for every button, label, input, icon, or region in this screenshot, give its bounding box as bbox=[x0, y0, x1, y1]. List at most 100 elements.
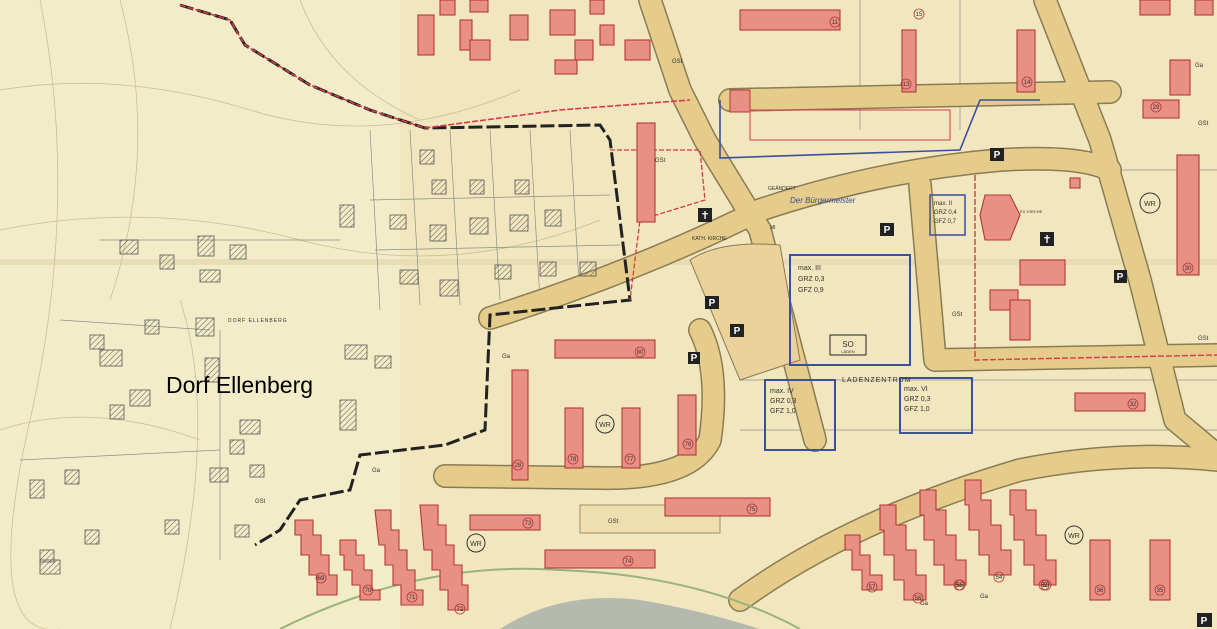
parking-1: P bbox=[990, 148, 1004, 161]
plot-number-label: 74 bbox=[625, 559, 632, 565]
plot-number-label: 30 bbox=[1185, 266, 1192, 272]
dorf-street-label: DORF ELLENBERG bbox=[228, 318, 288, 324]
map-title: Dorf Ellenberg bbox=[166, 372, 314, 398]
gst-label-2: GSt bbox=[672, 59, 683, 65]
wr-label-2: WR bbox=[599, 422, 611, 429]
plot-number-circle bbox=[567, 453, 579, 465]
church-icon-kath: ✝ bbox=[698, 208, 712, 222]
plot-number-label: 36 bbox=[1097, 588, 1104, 594]
plot-number-circle bbox=[1021, 76, 1033, 88]
plot-number-circle bbox=[993, 571, 1005, 583]
plot-number-circle bbox=[912, 592, 924, 604]
zone-so-gfz: GFZ 0,9 bbox=[798, 287, 824, 294]
plot-number-circle bbox=[1150, 101, 1162, 113]
wr-markers: WR WR WR WR bbox=[466, 192, 1161, 553]
gst-label-5: GSt bbox=[1198, 336, 1209, 342]
plot-number-label: 35 bbox=[1157, 588, 1164, 594]
mi-label: MI bbox=[770, 225, 776, 231]
plot-number-label: 76 bbox=[685, 442, 692, 448]
plot-number-label: 54 bbox=[996, 575, 1003, 581]
zone-ii-gfz: GFZ 0,7 bbox=[934, 219, 957, 225]
plot-number-label: 77 bbox=[627, 457, 634, 463]
plot-number-label: 71 bbox=[409, 595, 416, 601]
so-label: SO bbox=[842, 340, 854, 349]
plot-number-circle bbox=[829, 16, 841, 28]
plot-number-circle bbox=[1154, 584, 1166, 596]
zone-iv-grz: GRZ 0,3 bbox=[770, 398, 797, 405]
ga-label-1: Ga bbox=[502, 354, 511, 360]
wr-label-4: WR bbox=[1068, 533, 1080, 540]
plot-number-circle bbox=[682, 438, 694, 450]
parking-label-2: P bbox=[884, 225, 891, 236]
parking-4: P bbox=[705, 296, 719, 309]
zone-vi-grz: GRZ 0,3 bbox=[904, 396, 931, 403]
plot-number-label: 72 bbox=[457, 607, 464, 613]
plot-number-circle bbox=[1182, 262, 1194, 274]
parking-label-7: P bbox=[1201, 616, 1208, 627]
zone-labels: max. III GRZ 0,3 GFZ 0,9 max. IV GRZ 0,3… bbox=[228, 59, 1209, 607]
parking-label-1: P bbox=[994, 150, 1001, 161]
zone-iv-gfz: GFZ 1,0 bbox=[770, 408, 796, 415]
geaendert-label: GEÄNDERT bbox=[768, 185, 796, 192]
parking-2: P bbox=[880, 223, 894, 236]
parking-label-6: P bbox=[1117, 272, 1124, 283]
plot-number-label: 51 bbox=[956, 583, 963, 589]
parking-label-4: P bbox=[709, 298, 716, 309]
boundary-blue-north bbox=[719, 99, 1040, 159]
zone-iv-max: max. IV bbox=[770, 388, 794, 395]
church-icon-ev: ✝ bbox=[1040, 232, 1054, 246]
plot-number-circle bbox=[1040, 579, 1052, 591]
plot-number-circle bbox=[1127, 398, 1139, 410]
wr-marker-4: WR bbox=[1064, 525, 1084, 545]
parking-5: P bbox=[688, 352, 700, 364]
plot-number-circle bbox=[954, 579, 966, 591]
zone-box-ii bbox=[929, 194, 966, 236]
ev-kirche-label: EV. KIRCHE bbox=[1020, 209, 1043, 214]
plot-number-label: 15 bbox=[916, 12, 923, 18]
wr-label-3: WR bbox=[470, 541, 482, 548]
water-area bbox=[500, 597, 760, 629]
boundary-red-north bbox=[179, 4, 691, 129]
ga-label-4: Ga bbox=[920, 601, 929, 607]
plot-number-label: 13 bbox=[903, 82, 910, 88]
planned-buildings bbox=[417, 0, 1214, 601]
existing-buildings-village bbox=[29, 149, 597, 575]
parking-6: P bbox=[1114, 270, 1127, 283]
wr-label-1: WR bbox=[1144, 201, 1156, 208]
plot-number-label: 14 bbox=[1024, 80, 1031, 86]
plot-number-circle bbox=[522, 517, 534, 529]
ga-label-3: Ga bbox=[980, 594, 989, 600]
svg-text:✝: ✝ bbox=[1042, 233, 1051, 246]
buergermeister-label: Der Bürgermeister bbox=[790, 196, 856, 205]
gst-label-3: GSt bbox=[952, 312, 963, 318]
wr-marker-3: WR bbox=[466, 533, 486, 553]
parking-label-3: P bbox=[734, 326, 741, 337]
plot-number-label: 70 bbox=[365, 588, 372, 594]
zone-so-max: max. III bbox=[798, 265, 821, 272]
plot-number-label: 56 bbox=[915, 596, 922, 602]
boundary-red-east bbox=[974, 175, 1217, 361]
zone-ii-grz: GRZ 0,4 bbox=[934, 210, 957, 216]
ga-label-2: Ga bbox=[372, 468, 381, 474]
plot-number-label: 11 bbox=[832, 20, 839, 26]
plot-number-circle bbox=[362, 584, 374, 596]
zone-vi-max: max. VI bbox=[904, 386, 928, 393]
plot-number-circle bbox=[624, 453, 636, 465]
plot-number-label: 29 bbox=[1153, 105, 1160, 111]
plot-number-label: 80 bbox=[637, 350, 644, 356]
plot-number-circle bbox=[634, 346, 646, 358]
zone-so-grz: GRZ 0,3 bbox=[798, 276, 825, 283]
gst-label-7: GSt bbox=[255, 499, 266, 505]
so-sub-label: LÄDEN bbox=[841, 349, 854, 354]
kath-kirche-label: KATH. KIRCHE bbox=[692, 236, 727, 242]
plot-number-label: 53 bbox=[1043, 583, 1050, 589]
plot-number-label: 57 bbox=[869, 585, 876, 591]
wr-marker-1: WR bbox=[1139, 192, 1161, 214]
plot-number-circle bbox=[454, 603, 466, 615]
plot-number-circle bbox=[746, 503, 758, 515]
gst-label-6: GSt bbox=[1198, 121, 1209, 127]
zone-ii-max: max. II bbox=[934, 201, 952, 207]
plot-number-label: 78 bbox=[570, 457, 577, 463]
parking-symbols: P P P P P P P bbox=[688, 148, 1212, 627]
